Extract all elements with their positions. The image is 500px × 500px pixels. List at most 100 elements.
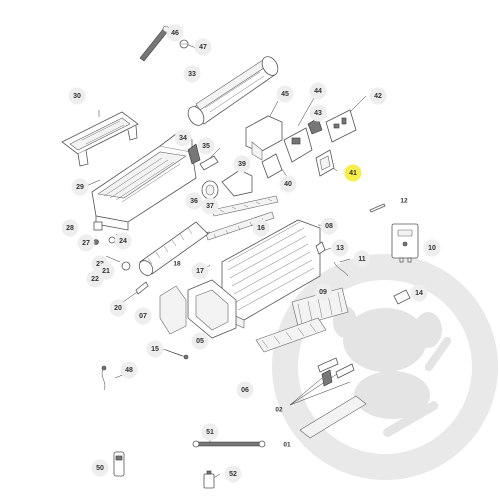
callout-52-badge — [224, 465, 242, 483]
callout-27-label: 27 — [82, 240, 90, 247]
callout-08-badge — [320, 217, 338, 235]
part-20-pipe-fitting — [135, 281, 149, 295]
part-13-connector — [315, 241, 326, 255]
part-39-motor-bracket — [221, 169, 253, 197]
part-22-fan-bearing — [121, 261, 131, 271]
part-24-drain-cap — [108, 236, 116, 244]
callout-40-badge — [279, 175, 297, 193]
callout-07: 07 — [134, 307, 152, 325]
callout-45-label: 45 — [281, 91, 289, 98]
callout-10-label: 10 — [428, 245, 436, 252]
callout-08: 08 — [320, 217, 338, 235]
callout-05-label: 05 — [196, 338, 204, 345]
callout-48: 48 — [120, 361, 138, 379]
callout-22: 22 — [86, 270, 104, 288]
callout-51-label: 51 — [206, 429, 214, 436]
callout-07-badge — [134, 307, 152, 325]
parts — [61, 25, 419, 489]
part-33-cross-flow-housing — [187, 56, 279, 126]
callout-39-badge — [233, 155, 251, 173]
callout-16-badge — [252, 219, 270, 237]
part-51-cable — [192, 440, 266, 448]
callout-17-label: 17 — [196, 268, 204, 275]
part-45-control-cover — [245, 115, 283, 161]
callout-51: 51 — [201, 423, 219, 441]
callout-24: 24 — [114, 232, 132, 250]
part-48-cable — [101, 365, 107, 391]
part-21-crossflow-fan — [138, 221, 209, 276]
callout-45: 45 — [276, 85, 294, 103]
part-42-pcb — [325, 109, 357, 143]
part-30-mounting-plate — [61, 111, 139, 167]
callout-30: 30 — [68, 87, 86, 105]
callout-09-label: 09 — [319, 289, 327, 296]
watermark — [272, 254, 498, 480]
part-02-guide-vanes — [317, 357, 355, 387]
callout-51-badge — [201, 423, 219, 441]
part-47-screw — [179, 39, 189, 49]
callout-14-label: 14 — [415, 290, 423, 297]
part-17-louver-blades — [205, 211, 275, 241]
callout-06-label: 06 — [241, 387, 249, 394]
callout-30-badge — [68, 87, 86, 105]
callout-50-label: 50 — [96, 465, 104, 472]
callout-13: 13 — [331, 239, 349, 257]
callout-48-badge — [120, 361, 138, 379]
plain-label-12: 12 — [400, 198, 408, 205]
callout-07-label: 07 — [139, 313, 147, 320]
part-07-side-cover — [159, 285, 187, 335]
callout-34: 34 — [174, 129, 192, 147]
callout-33-badge — [183, 65, 201, 83]
callout-45-badge — [276, 85, 294, 103]
callout-46-label: 46 — [171, 30, 179, 37]
watermark-ring — [272, 254, 498, 480]
callout-30-label: 30 — [73, 93, 81, 100]
callout-50-badge — [91, 459, 109, 477]
callout-52: 52 — [224, 465, 242, 483]
callout-50: 50 — [91, 459, 109, 477]
callout-46-badge — [166, 24, 184, 42]
callout-16: 16 — [252, 219, 270, 237]
part-05-front-frame — [187, 279, 237, 339]
callout-34-badge — [174, 129, 192, 147]
callout-36-label: 36 — [190, 198, 198, 205]
callout-42-badge — [369, 87, 387, 105]
callout-05: 05 — [191, 332, 209, 350]
part-10-remote-receiver — [391, 223, 419, 263]
callout-29-label: 29 — [76, 184, 84, 191]
callout-43-label: 43 — [314, 110, 322, 117]
callout-40-label: 40 — [284, 181, 292, 188]
part-34-bracket — [187, 143, 201, 165]
callout-20: 20 — [109, 299, 127, 317]
callout-21-label: 21 — [102, 268, 110, 275]
part-12-screw — [369, 203, 386, 213]
callout-05-badge — [191, 332, 209, 350]
callout-10: 10 — [423, 239, 441, 257]
callout-27: 27 — [77, 234, 95, 252]
callout-37-badge — [201, 197, 219, 215]
part-09-filter — [291, 287, 349, 327]
callout-43-badge — [309, 104, 327, 122]
callout-39: 39 — [233, 155, 251, 173]
plain-label-02: 02 — [275, 407, 283, 414]
plain-label-18: 18 — [173, 261, 181, 268]
part-28-clip — [93, 221, 103, 231]
callout-10-badge — [423, 239, 441, 257]
callout-36: 36 — [185, 192, 203, 210]
callout-44-label: 44 — [314, 88, 322, 95]
callout-42: 42 — [369, 87, 387, 105]
part-52-battery — [203, 470, 215, 489]
callout-15: 15 — [146, 340, 164, 358]
callout-46: 46 — [166, 24, 184, 42]
callout-17-badge — [191, 262, 209, 280]
callout-28-label: 28 — [66, 225, 74, 232]
part-41-display-board — [315, 149, 335, 177]
callout-09-badge — [314, 283, 332, 301]
part-16-louver-set — [211, 195, 279, 217]
callout-47: 47 — [194, 38, 212, 56]
callout-17: 17 — [191, 262, 209, 280]
part-50-remote-control — [113, 451, 125, 477]
